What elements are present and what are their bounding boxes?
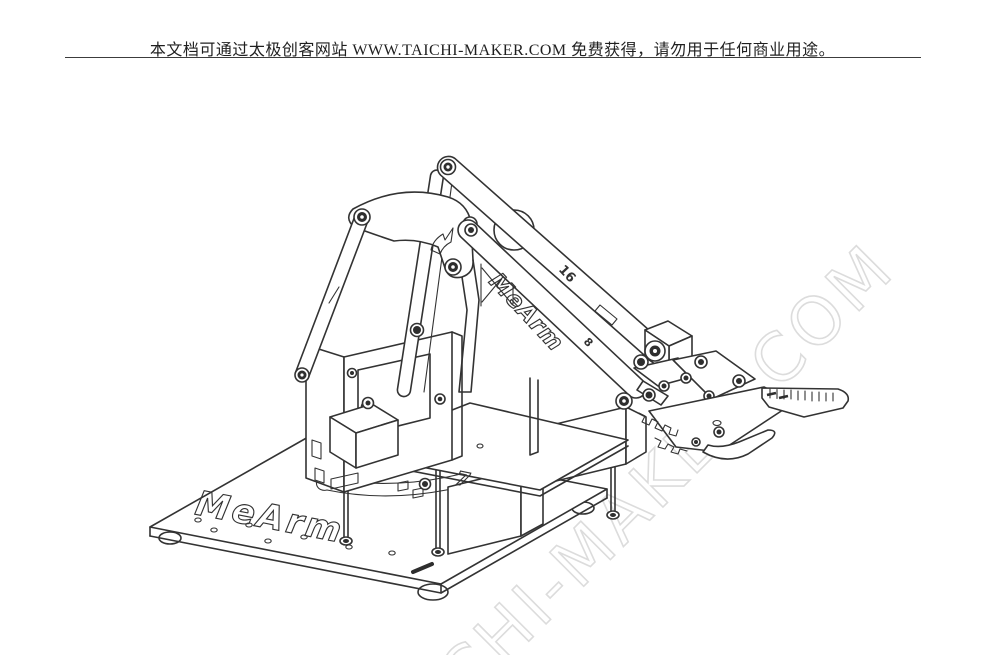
- base-holes: [194, 517, 396, 556]
- figure-wrap: TAICHI-MAKER.COM MeArm: [0, 60, 985, 655]
- arrow-engraving: [430, 227, 454, 255]
- gear-teeth-lower: [654, 437, 688, 455]
- part-mark-7: 7: [454, 467, 472, 491]
- deck-hole: [476, 443, 484, 449]
- beam-slot: [594, 304, 618, 326]
- tower-rear-edge: [529, 377, 539, 456]
- left-link-engraving: [328, 286, 340, 304]
- header-notice: 本文档可通过太极创客网站 WWW.TAICHI-MAKER.COM 免费获得，请…: [149, 42, 836, 59]
- finger-dark-marks: [766, 391, 789, 400]
- gripper-claw: [636, 350, 850, 460]
- gripper-platform: [672, 350, 756, 400]
- plate-tail: [458, 259, 480, 393]
- base-dash-mark: [411, 562, 434, 574]
- gear-teeth-upper: [638, 412, 679, 437]
- header-rule: [65, 57, 921, 58]
- tower-right-edge: [451, 331, 463, 461]
- tower-cutouts: [330, 472, 424, 499]
- base-edge-verticals: [149, 488, 608, 594]
- shoulder-servo-box: [329, 396, 399, 469]
- tower-structure: 7: [305, 331, 539, 499]
- arm-linkage: [294, 169, 514, 398]
- base-plate: MeArm: [149, 431, 608, 601]
- gripper-hole: [712, 419, 722, 427]
- linkage-bolts: [294, 208, 478, 383]
- moving-claw: [702, 429, 776, 460]
- gripper-main-plate: [648, 386, 796, 453]
- tower-left-slots: [311, 439, 325, 484]
- mearm-illustration: TAICHI-MAKER.COM MeArm: [149, 155, 911, 655]
- wrist-bolts: [615, 340, 666, 410]
